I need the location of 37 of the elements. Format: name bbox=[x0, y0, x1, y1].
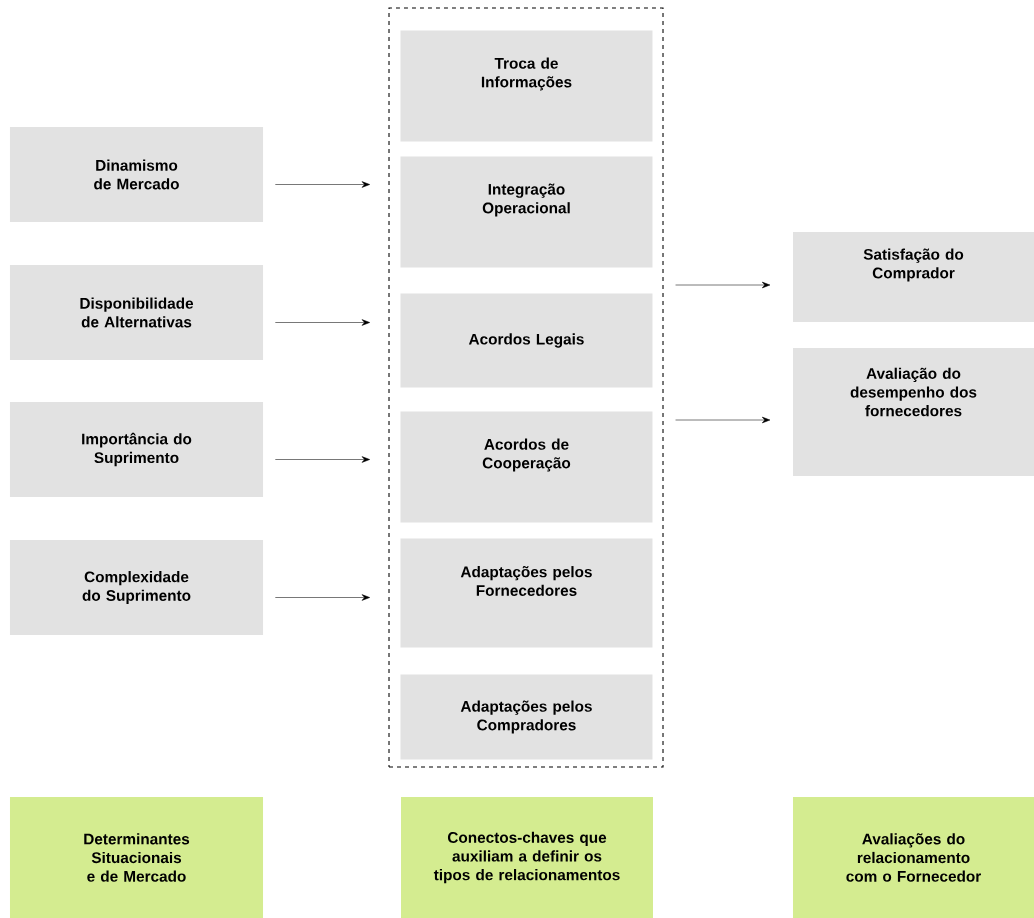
category-box bbox=[401, 796, 653, 918]
box-label: Determinantes Situacionais e de Mercado bbox=[84, 833, 190, 882]
process-box bbox=[9, 265, 264, 360]
arrow bbox=[275, 319, 370, 326]
process-box bbox=[400, 30, 653, 142]
arrow bbox=[275, 594, 370, 601]
box-label: Integração Operacional bbox=[482, 183, 570, 217]
box-label: Importância do Suprimento bbox=[82, 432, 192, 467]
box-label: Adaptações pelos Fornecedores bbox=[460, 566, 592, 596]
box-label: Acordos de Cooperação bbox=[482, 438, 571, 472]
process-box bbox=[9, 402, 264, 497]
box-label: Avaliações do relacionamento com o Fornecedor bbox=[846, 833, 981, 882]
box-label: Complexidade do Suprimento bbox=[82, 571, 191, 604]
category-box bbox=[793, 796, 1034, 918]
arrow bbox=[275, 181, 370, 188]
box-label: Troca de Informações bbox=[481, 57, 572, 91]
arrow bbox=[675, 416, 771, 424]
arrow bbox=[275, 456, 370, 463]
box-label: Avaliação do desempenho dos fornecedores bbox=[850, 367, 977, 417]
process-box bbox=[400, 156, 653, 268]
group-box bbox=[388, 7, 664, 768]
box-label: Disponibilidade de Alternativas bbox=[80, 297, 194, 328]
box-label: Dinamismo de Mercado bbox=[94, 159, 179, 190]
arrow bbox=[675, 281, 771, 289]
process-box bbox=[793, 232, 1034, 322]
process-box bbox=[400, 293, 653, 388]
box-label: Conectos-chaves que auxiliam a definir os tipos de relacionamentos bbox=[433, 831, 620, 884]
category-box bbox=[9, 796, 264, 918]
box-label: Acordos Legais bbox=[468, 333, 584, 348]
process-box bbox=[400, 411, 653, 523]
process-box bbox=[400, 538, 653, 648]
process-box bbox=[400, 674, 653, 760]
box-label: Adaptações pelos Compradores bbox=[460, 700, 592, 734]
process-box bbox=[793, 348, 1034, 476]
process-box bbox=[9, 540, 264, 635]
box-label: Satisfação do Comprador bbox=[863, 248, 964, 282]
process-box bbox=[9, 127, 264, 222]
